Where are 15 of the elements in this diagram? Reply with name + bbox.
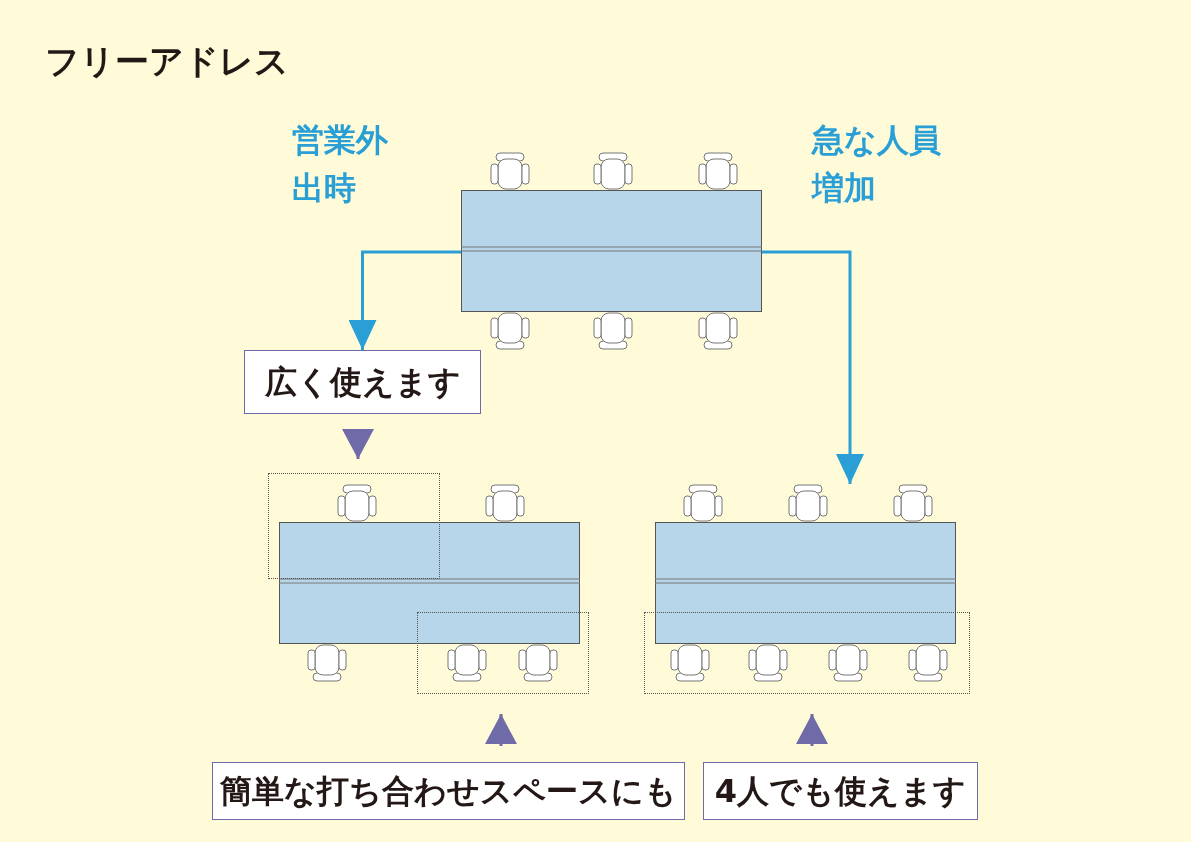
desk-drawing bbox=[279, 484, 580, 682]
dotted-outline bbox=[268, 473, 440, 579]
text-box: 簡単な打ち合わせスペースにも bbox=[212, 762, 685, 820]
arrow bbox=[342, 429, 374, 459]
arrow bbox=[762, 250, 864, 484]
text-box: 広く使えます bbox=[244, 350, 481, 414]
text-box: 4人でも使えます bbox=[703, 762, 978, 820]
dotted-outline bbox=[417, 612, 589, 694]
dotted-outline bbox=[644, 612, 970, 694]
desk-drawing bbox=[461, 152, 762, 350]
arrow bbox=[485, 714, 517, 746]
title: フリーアドレス bbox=[45, 40, 289, 83]
arrow bbox=[348, 250, 461, 350]
arrow bbox=[796, 714, 828, 746]
desk-drawing bbox=[655, 484, 956, 682]
